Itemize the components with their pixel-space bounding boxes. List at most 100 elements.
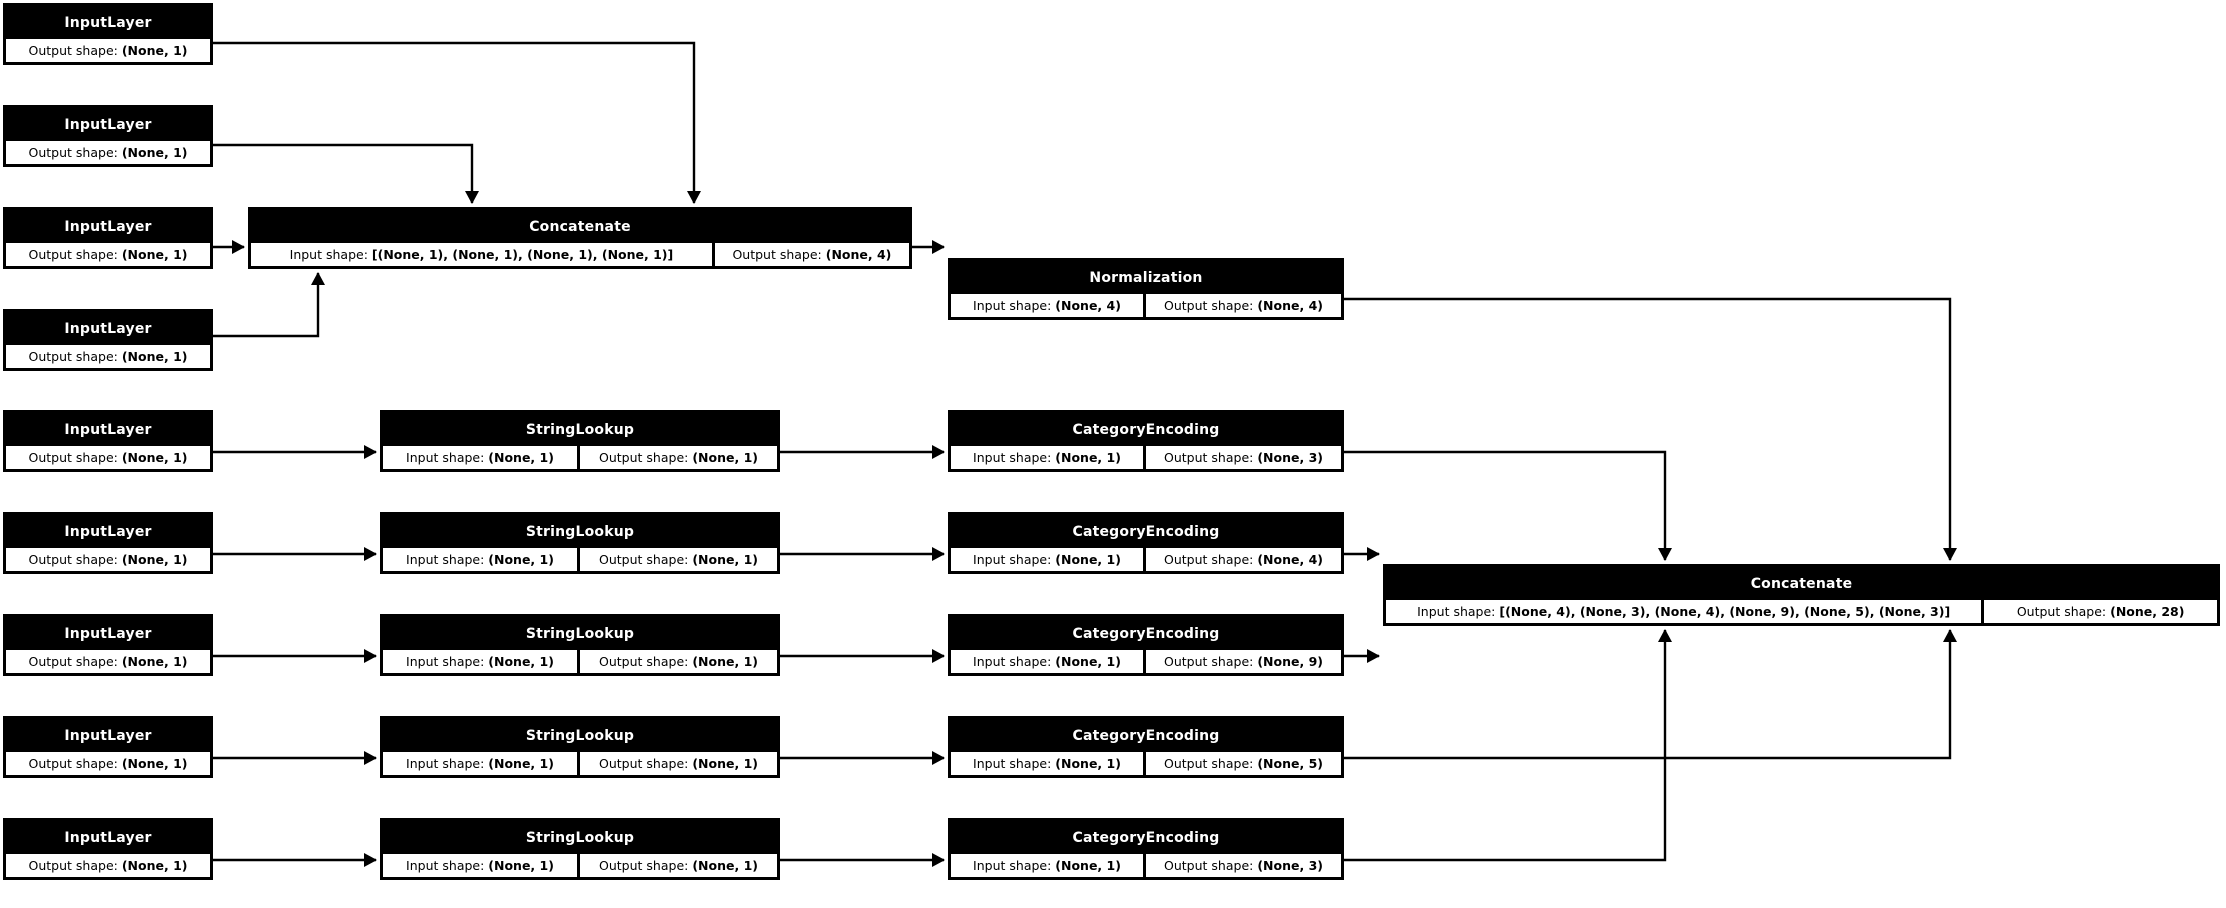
edge-input_2-to-concat_num [213, 143, 474, 203]
node-shapes-normalization: Input shape: (None, 4)Output shape: (Non… [951, 294, 1341, 317]
node-title-input_3: InputLayer [6, 210, 210, 243]
output-shape-input_8: Output shape: (None, 1) [6, 752, 210, 775]
node-title-encode_1: CategoryEncoding [951, 413, 1341, 446]
node-shapes-concat_num: Input shape: [(None, 1), (None, 1), (Non… [251, 243, 909, 266]
node-shapes-input_2: Output shape: (None, 1) [6, 141, 210, 164]
node-shapes-encode_5: Input shape: (None, 1)Output shape: (Non… [951, 854, 1341, 877]
output-shape-encode_4: Output shape: (None, 5) [1146, 752, 1341, 775]
arrowhead-e11 [364, 853, 377, 867]
arrowhead-e18 [1367, 547, 1380, 561]
output-shape-input_9: Output shape: (None, 1) [6, 854, 210, 877]
output-shape-encode_3: Output shape: (None, 9) [1146, 650, 1341, 673]
node-shapes-input_5: Output shape: (None, 1) [6, 446, 210, 469]
node-title-concat_num: Concatenate [251, 210, 909, 243]
edge-input_1-to-concat_num [213, 41, 696, 203]
arrowhead-e12 [932, 445, 945, 459]
input-shape-encode_3: Input shape: (None, 1) [951, 650, 1146, 673]
node-shapes-input_3: Output shape: (None, 1) [6, 243, 210, 266]
output-shape-encode_2: Output shape: (None, 4) [1146, 548, 1341, 571]
output-shape-normalization: Output shape: (None, 4) [1146, 294, 1341, 317]
arrowhead-e17 [1658, 548, 1672, 561]
output-shape-concat_all: Output shape: (None, 28) [1984, 600, 2217, 623]
output-shape-encode_5: Output shape: (None, 3) [1146, 854, 1341, 877]
arrowhead-e20 [1658, 629, 1672, 642]
arrowhead-e1 [687, 191, 701, 204]
node-shapes-lookup_4: Input shape: (None, 1)Output shape: (Non… [383, 752, 777, 775]
node-title-input_8: InputLayer [6, 719, 210, 752]
output-shape-input_6: Output shape: (None, 1) [6, 548, 210, 571]
output-shape-input_4: Output shape: (None, 1) [6, 345, 210, 368]
edge-input_4-to-concat_num [213, 273, 320, 338]
node-title-encode_5: CategoryEncoding [951, 821, 1341, 854]
arrowhead-e14 [932, 649, 945, 663]
node-title-lookup_2: StringLookup [383, 515, 777, 548]
input-shape-concat_num: Input shape: [(None, 1), (None, 1), (Non… [251, 243, 715, 266]
output-shape-lookup_4: Output shape: (None, 1) [580, 752, 777, 775]
node-title-lookup_3: StringLookup [383, 617, 777, 650]
arrowhead-e19 [1367, 649, 1380, 663]
input-shape-lookup_2: Input shape: (None, 1) [383, 548, 580, 571]
arrowhead-e3 [232, 240, 245, 254]
input-shape-lookup_3: Input shape: (None, 1) [383, 650, 580, 673]
arrowhead-e8 [364, 547, 377, 561]
output-shape-input_5: Output shape: (None, 1) [6, 446, 210, 469]
edge-encode_4-to-concat_all [1344, 630, 1667, 862]
output-shape-input_2: Output shape: (None, 1) [6, 141, 210, 164]
node-shapes-input_1: Output shape: (None, 1) [6, 39, 210, 62]
input-shape-encode_2: Input shape: (None, 1) [951, 548, 1146, 571]
node-shapes-encode_3: Input shape: (None, 1)Output shape: (Non… [951, 650, 1341, 673]
arrowhead-e13 [932, 547, 945, 561]
output-shape-lookup_3: Output shape: (None, 1) [580, 650, 777, 673]
arrowhead-e6 [1943, 548, 1957, 561]
arrowhead-e15 [932, 751, 945, 765]
node-shapes-encode_1: Input shape: (None, 1)Output shape: (Non… [951, 446, 1341, 469]
output-shape-lookup_2: Output shape: (None, 1) [580, 548, 777, 571]
input-shape-lookup_4: Input shape: (None, 1) [383, 752, 580, 775]
node-shapes-lookup_3: Input shape: (None, 1)Output shape: (Non… [383, 650, 777, 673]
node-shapes-input_8: Output shape: (None, 1) [6, 752, 210, 775]
node-title-input_6: InputLayer [6, 515, 210, 548]
node-shapes-lookup_2: Input shape: (None, 1)Output shape: (Non… [383, 548, 777, 571]
node-title-encode_2: CategoryEncoding [951, 515, 1341, 548]
arrowhead-e4 [311, 272, 325, 285]
node-title-lookup_1: StringLookup [383, 413, 777, 446]
output-shape-input_3: Output shape: (None, 1) [6, 243, 210, 266]
node-title-concat_all: Concatenate [1386, 567, 2217, 600]
arrowhead-e21 [1943, 629, 1957, 642]
edge-encode_5-to-concat_all [1344, 630, 1952, 760]
node-shapes-lookup_1: Input shape: (None, 1)Output shape: (Non… [383, 446, 777, 469]
input-shape-lookup_5: Input shape: (None, 1) [383, 854, 580, 877]
node-shapes-input_7: Output shape: (None, 1) [6, 650, 210, 673]
edge-normalization-to-concat_all [1344, 297, 1952, 560]
output-shape-lookup_1: Output shape: (None, 1) [580, 446, 777, 469]
node-shapes-lookup_5: Input shape: (None, 1)Output shape: (Non… [383, 854, 777, 877]
input-shape-encode_1: Input shape: (None, 1) [951, 446, 1146, 469]
node-title-encode_4: CategoryEncoding [951, 719, 1341, 752]
node-shapes-encode_4: Input shape: (None, 1)Output shape: (Non… [951, 752, 1341, 775]
arrowhead-e7 [364, 445, 377, 459]
node-title-input_5: InputLayer [6, 413, 210, 446]
node-shapes-input_9: Output shape: (None, 1) [6, 854, 210, 877]
